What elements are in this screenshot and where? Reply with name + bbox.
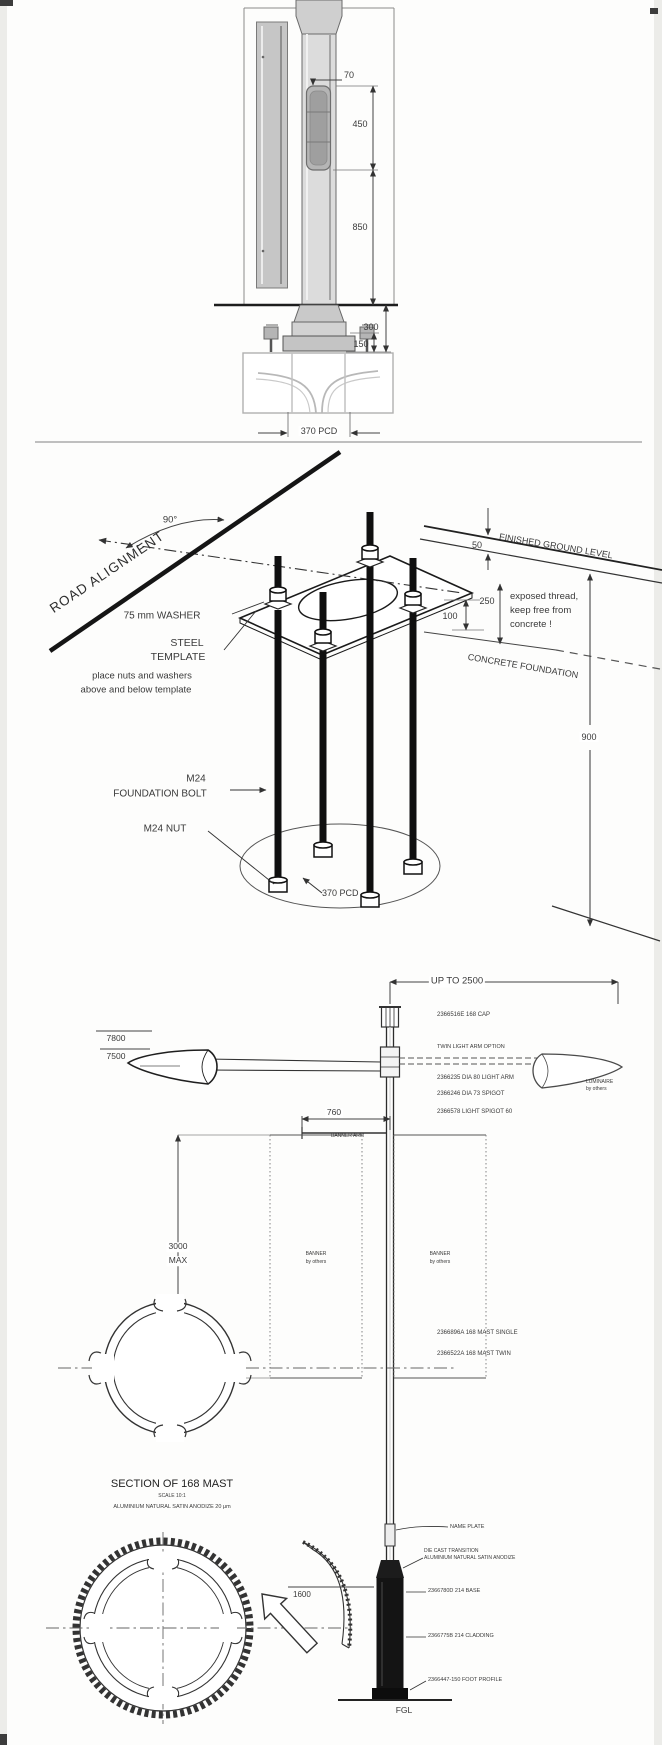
foundation-drawing bbox=[35, 441, 662, 942]
luminaire-label-2: by others bbox=[586, 1086, 607, 1092]
dim-900: 900 bbox=[579, 731, 599, 743]
base-cladding bbox=[376, 1578, 404, 1690]
section-finish: ALUMINIUM NATURAL SATIN ANODIZE 20 μm bbox=[113, 1503, 231, 1510]
top-nuts bbox=[269, 544, 422, 644]
bottom-nuts bbox=[268, 841, 423, 908]
transition-label-1: DIE CAST TRANSITION bbox=[424, 1548, 479, 1554]
angle-label: 90° bbox=[162, 514, 178, 526]
fgl-label: FGL bbox=[395, 1705, 413, 1716]
pcd-circle bbox=[239, 823, 441, 909]
transition-label-2: ALUMINIUM NATURAL SATIN ANODIZE bbox=[424, 1555, 516, 1561]
foundation-bolts bbox=[274, 566, 417, 899]
elevation-drawing bbox=[46, 979, 624, 1724]
banner-right-text-1: BANNER bbox=[429, 1251, 451, 1258]
banner-right-text-2: by others bbox=[429, 1259, 451, 1266]
dim-50: 50 bbox=[471, 539, 483, 550]
template-note-1: place nuts and washers bbox=[92, 670, 192, 682]
part-foot: 2366447-150 FOOT PROFILE bbox=[428, 1677, 503, 1683]
light-arm bbox=[205, 1058, 382, 1072]
template-note-2: above and below template bbox=[80, 684, 192, 696]
dim-7800: 7800 bbox=[106, 1033, 126, 1044]
dim-pcd-foundation: 370 PCD bbox=[322, 888, 359, 898]
dim-arm-span: UP TO 2500 bbox=[428, 975, 486, 988]
bolt-label-1: M24 bbox=[186, 773, 206, 785]
nut-label: M24 NUT bbox=[143, 823, 187, 835]
luminaire-right bbox=[532, 1053, 624, 1089]
exposed-note-2: keep free from bbox=[510, 605, 572, 616]
arm-bracket bbox=[379, 1046, 401, 1078]
section-title: SECTION OF 168 MAST bbox=[110, 1477, 234, 1490]
dim-250: 250 bbox=[479, 595, 495, 606]
washer-label: 75 mm WASHER bbox=[123, 610, 201, 622]
twin-arm-option bbox=[399, 1057, 544, 1065]
dim-1600: 1600 bbox=[293, 1590, 311, 1599]
name-plate-label: NAME PLATE bbox=[450, 1524, 485, 1530]
part-cap: 2366516E 168 CAP bbox=[437, 1012, 491, 1018]
dim-pcd-detail: 370 PCD bbox=[298, 425, 340, 437]
exposed-note-3: concrete ! bbox=[510, 619, 552, 630]
part-light-arm: 2366235 DIA 80 LIGHT ARM bbox=[437, 1075, 514, 1081]
dim-door-to-ground: 850 bbox=[352, 221, 368, 232]
dim-100: 100 bbox=[442, 610, 458, 621]
banner-arm-label: BANNER ARM bbox=[331, 1133, 365, 1139]
part-cladding: 2366775B 214 CLADDING bbox=[428, 1633, 494, 1639]
dim-door-width: 70 bbox=[343, 69, 355, 80]
base-detail-drawing bbox=[214, 0, 398, 437]
part-spigot: 2366246 DIA 73 SPIGOT bbox=[437, 1091, 505, 1097]
part-mast-single: 2366896A 168 MAST SINGLE bbox=[437, 1330, 518, 1336]
banner-left bbox=[269, 1134, 363, 1379]
dim-door-height: 450 bbox=[352, 118, 368, 129]
name-plate bbox=[384, 1523, 396, 1547]
dim-7500: 7500 bbox=[106, 1051, 126, 1062]
road-alignment-line bbox=[48, 450, 342, 653]
banner-left-text-2: by others bbox=[305, 1259, 327, 1266]
steel-template-label-1: STEEL bbox=[170, 637, 204, 650]
steel-template-label-2: TEMPLATE bbox=[150, 651, 206, 664]
cladding-strip bbox=[302, 1540, 353, 1649]
part-light-spigot: 2366578 LIGHT SPIGOT 60 bbox=[437, 1109, 513, 1115]
foot-profile bbox=[372, 1688, 408, 1700]
dim-3000: 3000 bbox=[166, 1241, 190, 1252]
scan-artifact bbox=[650, 8, 658, 14]
luminaire-label-1: LUMINAIRE bbox=[586, 1079, 614, 1085]
luminaire-left bbox=[126, 1049, 218, 1085]
part-mast-twin: 2366522A 168 MAST TWIN bbox=[437, 1351, 511, 1357]
exposed-note-1: exposed thread, bbox=[510, 591, 579, 602]
dim-760: 760 bbox=[324, 1107, 344, 1118]
foundation-block bbox=[242, 352, 394, 414]
scan-artifact bbox=[0, 1734, 7, 1745]
mast-section-168 bbox=[88, 1294, 252, 1442]
dim-max: MAX bbox=[166, 1255, 190, 1266]
banner-right bbox=[393, 1134, 487, 1379]
base-plate bbox=[282, 335, 356, 352]
banner-left-text-1: BANNER bbox=[305, 1251, 327, 1258]
part-base: 2366780D 214 BASE bbox=[428, 1588, 481, 1594]
scan-edge-right bbox=[654, 0, 662, 1745]
cladding-section bbox=[46, 1532, 352, 1724]
direction-arrow-icon bbox=[261, 1593, 319, 1654]
scan-edge-left bbox=[0, 0, 7, 1745]
section-scale: SCALE 10:1 bbox=[158, 1493, 186, 1500]
part-twin-option: TWIN LIGHT ARM OPTION bbox=[437, 1044, 505, 1050]
scan-artifact bbox=[0, 0, 13, 6]
dim-150: 150 bbox=[353, 338, 369, 349]
dim-300: 300 bbox=[363, 321, 379, 332]
bolt-label-2: FOUNDATION BOLT bbox=[113, 788, 207, 800]
die-cast-transition bbox=[376, 1560, 404, 1578]
finished-ground-line bbox=[423, 525, 662, 571]
